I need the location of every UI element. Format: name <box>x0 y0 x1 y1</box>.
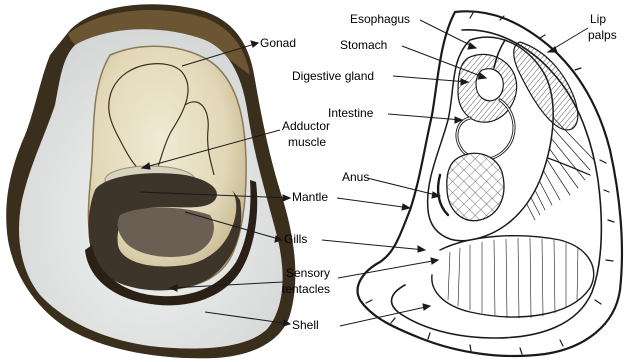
label-anus: Anus <box>342 170 369 184</box>
label-digestive-gland: Digestive gland <box>292 69 374 83</box>
label-lip-line2: palps <box>588 28 617 42</box>
label-sensory-line2: tentacles <box>282 282 330 296</box>
oyster-drawing <box>358 11 622 356</box>
label-shell: Shell <box>292 318 319 332</box>
label-stomach: Stomach <box>340 38 387 52</box>
label-gonad: Gonad <box>260 36 296 50</box>
label-esophagus: Esophagus <box>350 12 410 26</box>
drawing-gonad <box>447 153 504 220</box>
label-lip-line1: Lip <box>590 12 606 26</box>
label-adductor-line1: Adductor <box>282 119 330 133</box>
label-adductor-line2: muscle <box>288 135 326 149</box>
label-sensory-line1: Sensory <box>286 266 330 280</box>
label-gills: Gills <box>284 232 307 246</box>
oyster-photo <box>6 4 295 358</box>
label-intestine: Intestine <box>328 106 373 120</box>
label-mantle: Mantle <box>292 190 328 204</box>
